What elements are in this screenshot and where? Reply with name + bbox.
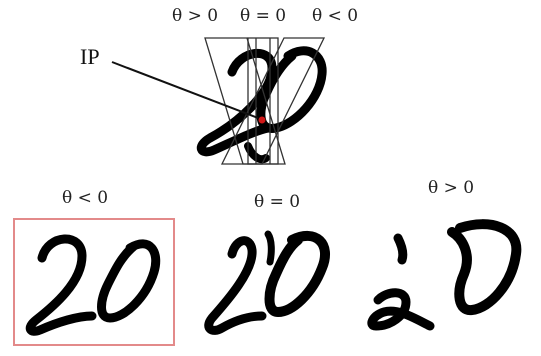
digit-gap-stroke (264, 230, 275, 266)
digit-0-stroke (264, 230, 330, 317)
slant-guides (204, 37, 326, 165)
digit-theta-negative (25, 234, 161, 336)
bottom-label-theta-negative: θ < 0 (62, 188, 109, 208)
ip-point (258, 116, 266, 124)
top-label-theta-positive: θ > 0 (172, 6, 219, 26)
top-digit-overlay (111, 37, 327, 165)
digit-0-stroke (97, 239, 161, 323)
guide-theta-zero (247, 37, 279, 165)
digit-0-stroke (447, 219, 522, 315)
ip-pointer-line (111, 61, 259, 119)
top-digit-2-stroke (196, 48, 277, 157)
bottom-label-theta-positive: θ > 0 (428, 178, 475, 198)
ip-label: IP (80, 44, 100, 69)
digit-2-stroke (367, 233, 435, 331)
digit-theta-zero (204, 230, 330, 335)
guide-theta-positive (204, 37, 286, 165)
top-label-theta-negative: θ < 0 (312, 6, 359, 26)
top-label-theta-zero: θ = 0 (240, 6, 287, 26)
digit-2-stroke (25, 234, 97, 336)
digit-2-stroke (204, 236, 267, 335)
guide-theta-negative (220, 37, 326, 165)
top-digit-tail-stroke (244, 142, 270, 164)
top-digit-0-stroke (256, 46, 327, 133)
highlight-box (13, 218, 175, 346)
digit-theta-positive (367, 219, 522, 331)
bottom-label-theta-zero: θ = 0 (254, 192, 301, 212)
top-digit-20 (196, 46, 327, 164)
